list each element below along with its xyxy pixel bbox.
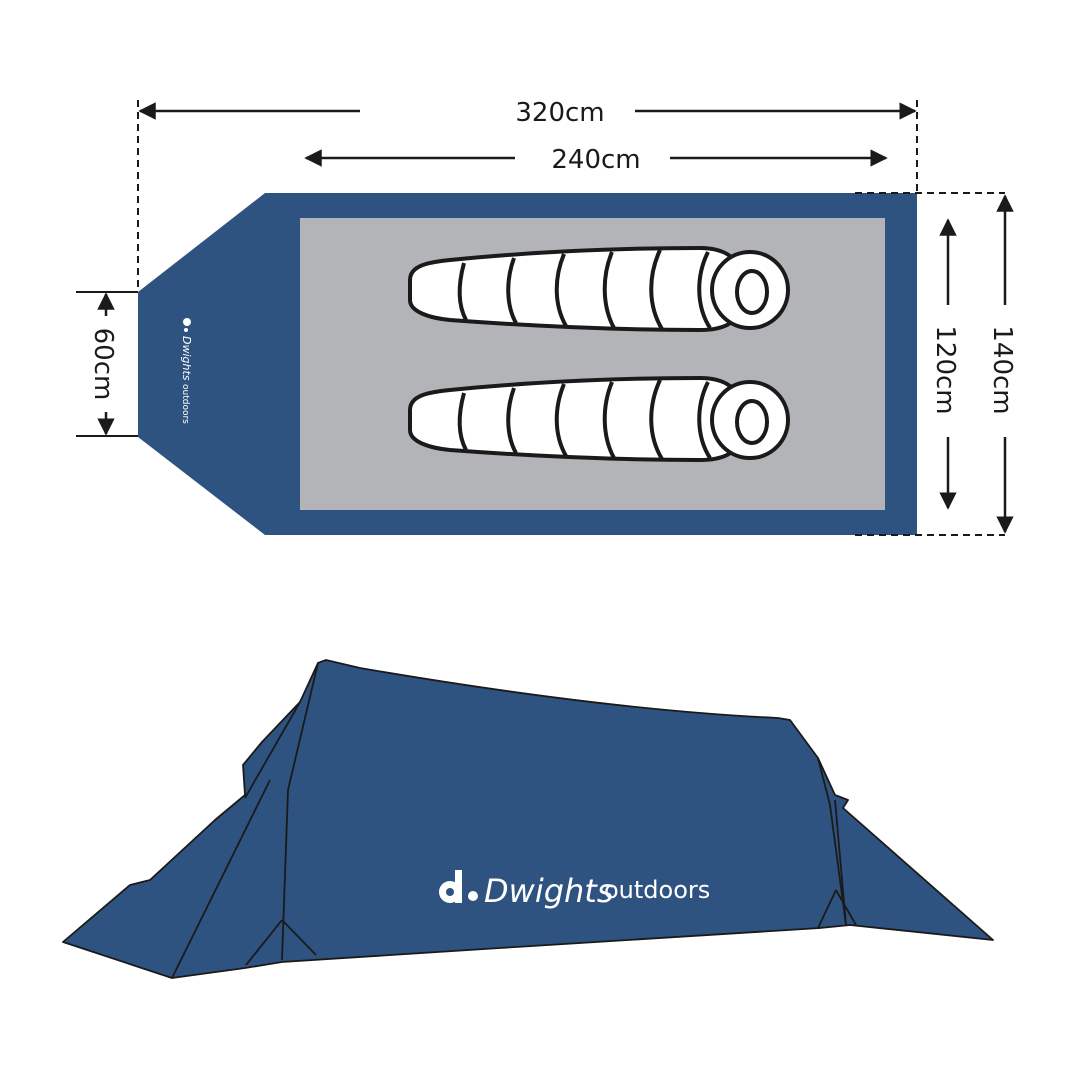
label-320cm: 320cm [515, 98, 604, 128]
dimension-total-length: 320cm [137, 98, 918, 290]
sleeping-bag-2 [408, 376, 790, 462]
floor-logo: Dwights outdoors [180, 318, 193, 424]
floor-plan: Dwights outdoors [138, 193, 917, 535]
logo-dot-icon [184, 328, 188, 332]
logo-mark-icon [183, 318, 191, 326]
label-140cm: 140cm [987, 325, 1017, 414]
label-240cm: 240cm [551, 145, 640, 175]
logo-mark-hole-icon [446, 888, 454, 896]
logo-mark-stem-icon [455, 870, 462, 903]
tent-side-view [62, 659, 994, 979]
dimension-inner-width: 120cm [930, 218, 960, 510]
dimension-vestibule-width: 60cm [76, 291, 138, 437]
label-120cm: 120cm [930, 325, 960, 414]
side-logo: Dwights outdoors [439, 870, 710, 910]
label-60cm: 60cm [88, 328, 118, 401]
logo-dot-icon [468, 891, 478, 901]
sleeping-bag-1 [408, 246, 790, 332]
floor-logo-suffix: outdoors [180, 384, 190, 424]
side-logo-brand: Dwights [484, 872, 614, 910]
floor-logo-brand: Dwights [180, 336, 193, 381]
dimension-total-width: 140cm [855, 192, 1017, 536]
dimension-inner-length: 240cm [304, 145, 888, 175]
side-logo-suffix: outdoors [604, 876, 710, 904]
